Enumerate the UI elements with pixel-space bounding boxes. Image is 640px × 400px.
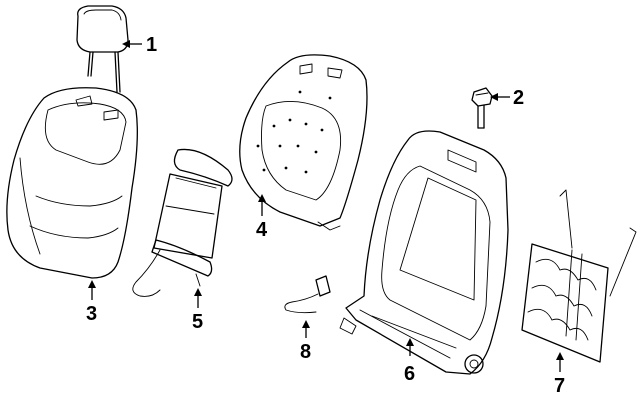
seat-back-pad-part — [239, 54, 368, 231]
seat-back-frame-part — [339, 130, 509, 375]
callout-3: 3 — [86, 303, 97, 325]
lumbar-support-part — [521, 189, 637, 363]
headrest-part — [76, 5, 129, 93]
callout-4: 4 — [256, 219, 268, 241]
callout-1: 1 — [146, 34, 157, 56]
callout-2: 2 — [513, 87, 524, 109]
callout-7: 7 — [554, 375, 565, 397]
leader-7 — [556, 352, 564, 372]
leader-5 — [194, 288, 202, 308]
leader-1 — [122, 40, 142, 48]
callout-8: 8 — [300, 341, 311, 363]
leader-3 — [88, 280, 96, 300]
leader-6 — [406, 338, 414, 356]
leader-2 — [490, 93, 510, 101]
leader-8 — [302, 320, 310, 338]
seat-back-cover-part — [6, 87, 138, 279]
wire-harness-part — [284, 275, 331, 314]
heater-element-part — [132, 148, 233, 297]
leader-4 — [258, 194, 266, 216]
callout-6: 6 — [404, 363, 415, 385]
callout-5: 5 — [192, 311, 203, 333]
bolt-part — [471, 87, 493, 129]
